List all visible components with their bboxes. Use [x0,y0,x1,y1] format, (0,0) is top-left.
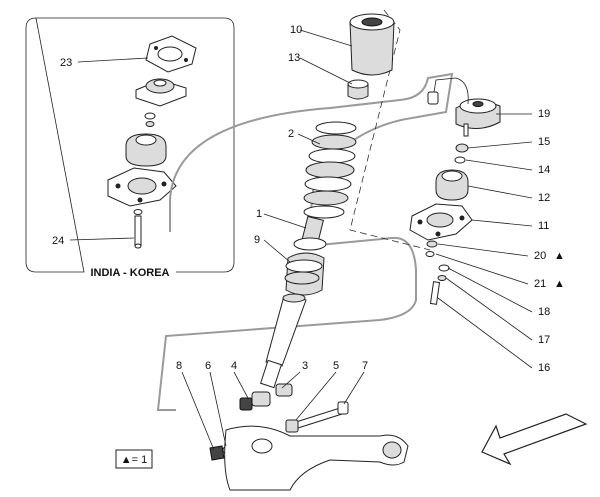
inset-bolt [133,209,143,249]
triangle-marker-icon: ▲ [554,278,565,290]
inset-mount-bracket [107,167,177,207]
callout-12: 12 [538,192,550,204]
shock-absorber-body [260,293,307,389]
lower-control-arm [224,425,409,491]
callout-4: 4 [231,360,237,372]
inset-title: INDIA - KOREA [90,267,169,279]
rubber-bumper [435,169,469,201]
inset-nut [144,112,156,127]
callout-18: 18 [538,306,550,318]
upper-mount-with-sensor [427,77,501,137]
callout-11: 11 [538,220,549,232]
inset-india-korea: INDIA - KOREA [25,17,235,279]
inset-gasket-plate [145,35,197,73]
callout-6: 6 [205,360,211,372]
callout-13: 13 [288,52,300,64]
callout-23: 23 [60,57,72,69]
callout-2: 2 [288,128,294,140]
legend-text: ▲= 1 [121,454,148,466]
callouts: 10 13 2 1 9 8 6 4 3 5 7 19 15 14 12 11 2… [176,24,565,374]
callout-9: 9 [254,234,260,246]
triangle-marker-icon: ▲ [554,250,565,262]
callout-17: 17 [538,334,550,346]
inset-top-mount [135,78,187,107]
inset-rubber-bumper [125,133,167,167]
body-outline [156,72,454,411]
legend-box: ▲= 1 [115,449,153,469]
bolt-stack [429,264,450,305]
callout-1: 1 [256,208,262,220]
callout-16: 16 [538,362,550,374]
lower-bushings [239,383,293,411]
callout-7: 7 [362,360,368,372]
callout-10: 10 [290,24,302,36]
shock-absorber-upper [284,215,327,296]
callout-24: 24 [52,235,64,247]
callout-15: 15 [538,136,550,148]
dust-boot [349,13,395,76]
callout-19: 19 [538,108,550,120]
lower-bolt [285,401,349,433]
callout-3: 3 [302,360,308,372]
mount-bracket [409,203,473,241]
bump-stop [347,79,369,100]
coil-spring [303,121,357,219]
callout-20: 20 [534,250,546,262]
leader-lines [181,29,533,451]
callout-8: 8 [176,360,182,372]
callout-21: 21 [534,278,546,290]
washer-20-21 [425,240,438,257]
callout-14: 14 [538,164,550,176]
direction-arrow-icon [481,413,588,466]
callout-5: 5 [333,360,339,372]
